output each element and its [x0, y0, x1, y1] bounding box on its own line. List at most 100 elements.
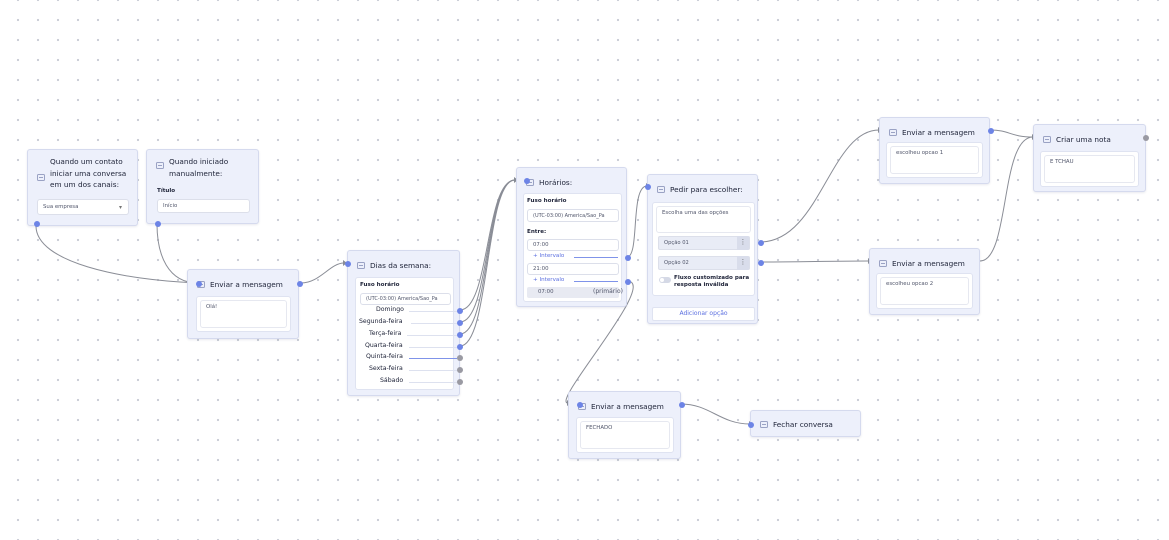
add-interval-button[interactable]: + Intervalo — [533, 277, 565, 283]
option-row-2[interactable]: Opção 02 ⋮ — [658, 256, 750, 270]
node-output-handle[interactable] — [34, 221, 40, 227]
day-handle-thursday[interactable] — [457, 355, 463, 361]
edge-monday-to-hours — [459, 179, 516, 323]
message-box[interactable]: FECHADO — [576, 417, 674, 453]
node-title: Horários: — [539, 178, 573, 187]
node-send-message-option2[interactable]: Enviar a mensagem escolheu opcao 2 — [869, 248, 980, 315]
open-hours-handle[interactable] — [625, 255, 631, 261]
node-output-handle[interactable] — [988, 128, 994, 134]
node-title: Enviar a mensagem — [210, 280, 283, 289]
prompt-text[interactable]: Escolha uma das opções — [656, 206, 751, 233]
node-close-conversation[interactable]: Fechar conversa — [748, 410, 861, 437]
node-type-icon — [760, 421, 768, 428]
day-handle-tuesday[interactable] — [457, 332, 463, 338]
edge-opt1-to-msg — [759, 129, 880, 243]
message-text[interactable]: FECHADO — [580, 421, 670, 449]
edge-start-contact-to-msg — [35, 225, 199, 284]
node-create-note[interactable]: Criar uma nota E TCHAU — [1033, 124, 1149, 192]
node-input-handle[interactable] — [345, 261, 351, 267]
timezone-select[interactable]: (UTC-03:00) America/Sao_Pa — [360, 293, 451, 305]
channel-select-value: Sua empresa — [43, 204, 79, 210]
day-handle-saturday[interactable] — [457, 379, 463, 385]
channel-select[interactable]: Sua empresa ▾ — [37, 199, 129, 215]
between-label: Entre: — [527, 229, 547, 235]
day-connector — [409, 382, 457, 383]
day-label-wednesday: Quarta-feira — [365, 342, 403, 349]
node-type-icon — [889, 129, 897, 136]
node-title: Enviar a mensagem — [902, 128, 975, 137]
title-input[interactable]: Início — [157, 199, 250, 213]
day-connector — [409, 358, 457, 359]
option-label: Opção 01 — [664, 240, 689, 246]
day-connector — [407, 335, 457, 336]
node-output-handle[interactable] — [679, 402, 685, 408]
day-connector — [409, 370, 457, 371]
node-output-handle[interactable] — [1143, 135, 1149, 141]
node-type-icon — [1043, 136, 1051, 143]
primary-time-row[interactable]: 07:00 (primário) — [527, 287, 623, 298]
node-hours[interactable]: Horários: Fuso horário (UTC-03:00) Ameri… — [516, 167, 631, 307]
node-choose[interactable]: Pedir para escolher: Escolha uma das opç… — [645, 174, 764, 324]
edge-sunday-to-hours — [459, 179, 516, 311]
option-handle-2[interactable] — [758, 260, 764, 266]
message-text[interactable]: Olá! — [200, 300, 287, 328]
custom-flow-label: Fluxo customizado para resposta inválida — [674, 275, 750, 288]
node-weekdays[interactable]: Dias da semana: Fuso horário (UTC-03:00)… — [345, 250, 463, 396]
message-box[interactable]: escolheu opcao 2 — [876, 273, 973, 309]
custom-flow-toggle[interactable] — [659, 277, 671, 283]
end-time-input[interactable]: 21:00 — [527, 263, 619, 275]
interval-line — [574, 281, 618, 282]
day-handle-monday[interactable] — [457, 320, 463, 326]
note-text[interactable]: E TCHAU — [1044, 155, 1135, 183]
add-option-button[interactable]: Adicionar opção — [652, 307, 755, 321]
option-label: Opção 02 — [664, 260, 689, 266]
timezone-label: Fuso horário — [360, 282, 400, 288]
day-label-saturday: Sábado — [380, 377, 404, 384]
day-connector — [409, 347, 457, 348]
node-type-icon — [879, 260, 887, 267]
node-output-handle[interactable] — [297, 281, 303, 287]
message-text[interactable]: escolheu opcao 1 — [890, 146, 979, 174]
node-title: Pedir para escolher: — [670, 185, 743, 194]
closed-hours-handle[interactable] — [625, 279, 631, 285]
note-box[interactable]: E TCHAU — [1040, 151, 1139, 187]
node-send-message-closed[interactable]: Enviar a mensagem FECHADO — [568, 391, 685, 459]
node-title: Dias da semana: — [370, 261, 432, 270]
node-input-handle[interactable] — [748, 422, 754, 428]
node-type-icon — [657, 186, 665, 193]
message-box[interactable]: Olá! — [196, 296, 291, 332]
day-label-thursday: Quinta-feira — [366, 353, 403, 360]
message-box[interactable]: escolheu opcao 1 — [886, 142, 983, 178]
day-handle-friday[interactable] — [457, 367, 463, 373]
option-row-1[interactable]: Opção 01 ⋮ — [658, 236, 750, 250]
timezone-select[interactable]: (UTC-03:00) America/Sao_Pa — [527, 209, 619, 222]
option-handle-1[interactable] — [758, 240, 764, 246]
day-connector — [409, 311, 457, 312]
message-text[interactable]: escolheu opcao 2 — [880, 277, 969, 305]
day-handle-wednesday[interactable] — [457, 344, 463, 350]
node-send-message-option1[interactable]: Enviar a mensagem escolheu opcao 1 — [879, 117, 994, 184]
node-input-handle[interactable] — [645, 184, 651, 190]
node-input-handle[interactable] — [524, 178, 530, 184]
edge-tuesday-to-hours — [459, 179, 516, 335]
hours-panel: Fuso horário (UTC-03:00) America/Sao_Pa … — [523, 193, 623, 302]
node-output-handle[interactable] — [155, 221, 161, 227]
kebab-menu-icon[interactable]: ⋮ — [737, 256, 749, 270]
add-interval-button[interactable]: + Intervalo — [533, 253, 565, 259]
node-start-contact[interactable]: Quando um contato iniciar uma conversa e… — [27, 149, 138, 227]
weekdays-panel: Fuso horário (UTC-03:00) America/Sao_Pa — [355, 277, 454, 390]
day-handle-sunday[interactable] — [457, 308, 463, 314]
node-type-icon — [357, 262, 365, 269]
node-input-handle[interactable] — [577, 402, 583, 408]
kebab-menu-icon[interactable]: ⋮ — [737, 236, 749, 250]
node-title: Quando um contato iniciar uma conversa e… — [50, 157, 127, 189]
node-start-manual[interactable]: Quando iniciado manualmente: Título Iníc… — [146, 149, 259, 227]
start-time-input[interactable]: 07:00 — [527, 239, 619, 251]
node-title: Criar uma nota — [1056, 135, 1111, 144]
node-send-message-ola[interactable]: Enviar a mensagem Olá! — [187, 269, 303, 339]
day-label-monday: Segunda-feira — [359, 318, 403, 325]
node-input-handle[interactable] — [196, 281, 202, 287]
edge-opt2-to-msg — [759, 260, 870, 263]
node-type-icon — [37, 174, 45, 181]
node-title: Quando iniciado manualmente: — [169, 157, 229, 178]
